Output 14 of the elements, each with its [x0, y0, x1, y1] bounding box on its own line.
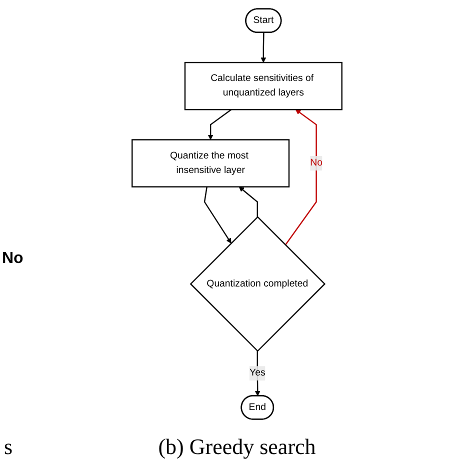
arrow — [284, 109, 317, 246]
edge-label: Yes — [250, 368, 266, 378]
arrow — [254, 351, 260, 396]
edge-label: No — [310, 158, 322, 168]
arrow — [238, 186, 258, 217]
text-fragment: No — [2, 250, 24, 268]
node-box: Quantize the most insensitive layer — [132, 139, 290, 188]
node-box: Calculate sensitivities of unquantized layers — [184, 62, 342, 110]
arrow — [204, 186, 232, 244]
node-diamond: Quantization completed — [190, 216, 326, 352]
text-fragment: s — [4, 434, 13, 460]
arrow — [260, 32, 266, 63]
arrow — [208, 109, 232, 140]
figure-caption: (b) Greedy search — [158, 434, 316, 460]
